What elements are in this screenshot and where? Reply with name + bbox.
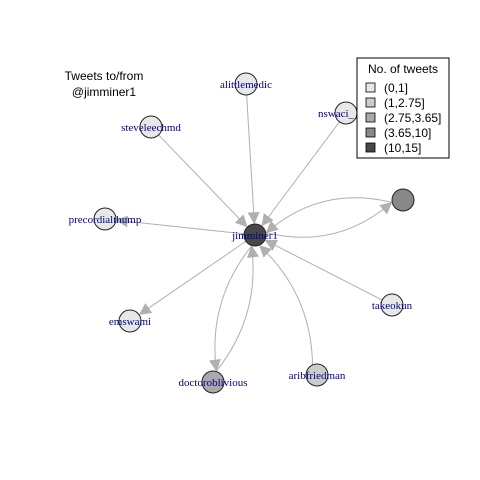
- node-label-doctoroblivious: doctoroblivious: [178, 377, 247, 389]
- legend-label-0: (0,1]: [384, 81, 408, 95]
- legend-swatch-0: [365, 82, 376, 93]
- edge-steveleechmd-to-jimminer1: [158, 134, 248, 228]
- node-label-jimminer1: jimminer1: [231, 230, 278, 242]
- legend-box: [356, 57, 450, 159]
- legend-label-4: (10,15]: [384, 141, 421, 155]
- edges-layer: [115, 94, 393, 372]
- legend-label-1: (1,2.75]: [384, 96, 425, 110]
- legend-label-2: (2.75,3.65]: [384, 111, 441, 125]
- legend-items: (0,1](1,2.75](2.75,3.65](3.65,10](10,15]: [365, 81, 441, 155]
- edge-jimminer1-to-emswami: [138, 240, 247, 315]
- edge-doctoroblivious-to-jimminer1: [215, 245, 259, 372]
- node-label-emswami: emswami: [109, 316, 151, 328]
- diagram-title: Tweets to/from @jimminer1: [65, 69, 144, 99]
- legend-label-3: (3.65,10]: [384, 126, 431, 140]
- node-label-alittlemedic: alittlemedic: [220, 79, 272, 91]
- node-jimminer1[interactable]: [243, 223, 267, 247]
- node-precordialthump[interactable]: [93, 207, 117, 231]
- edge-aribfriedman-to-jimminer1: [258, 245, 314, 365]
- title-line-1: Tweets to/from: [65, 69, 144, 83]
- nodes-layer: [93, 72, 415, 394]
- edge-jimminer1-to-doctoroblivious: [209, 245, 253, 372]
- node-aribfriedman[interactable]: [305, 363, 329, 387]
- edge-takeokun-to-jimminer1: [264, 239, 383, 301]
- node-label-precordialthump: precordialthump: [69, 214, 142, 226]
- legend-swatch-4: [365, 142, 376, 153]
- node-alittlemedic[interactable]: [234, 72, 258, 96]
- node-doctoroblivious[interactable]: [201, 370, 225, 394]
- node-emswami[interactable]: [118, 309, 142, 333]
- node-steveleechmd[interactable]: [139, 115, 163, 139]
- edge-nswaci-to-jimminer1: [261, 121, 340, 227]
- node-label-aribfriedman: aribfriedman: [289, 370, 346, 382]
- legend-title: No. of tweets: [368, 62, 438, 76]
- node-unlabeled[interactable]: [391, 188, 415, 212]
- node-takeokun[interactable]: [380, 293, 404, 317]
- labels-layer: jimminer1 alittlemedic nswaci_ steveleechmd…: [69, 79, 413, 389]
- edge-jimminer1-to-unlabeled: [265, 201, 393, 238]
- legend-swatch-3: [365, 127, 376, 138]
- edge-unlabeled-to-jimminer1: [265, 197, 393, 234]
- node-label-nswaci: nswaci_: [318, 108, 355, 120]
- edge-alittlemedic-to-jimminer1: [246, 94, 260, 225]
- node-label-steveleechmd: steveleechmd: [121, 122, 181, 134]
- edge-jimminer1-to-precordialthump: [115, 215, 245, 235]
- legend: No. of tweets (0,1](1,2.75](2.75,3.65](3…: [356, 57, 450, 159]
- legend-swatch-1: [365, 97, 376, 108]
- title-line-2: @jimminer1: [72, 85, 137, 99]
- node-label-takeokun: takeokun: [372, 300, 413, 312]
- legend-swatch-2: [365, 112, 376, 123]
